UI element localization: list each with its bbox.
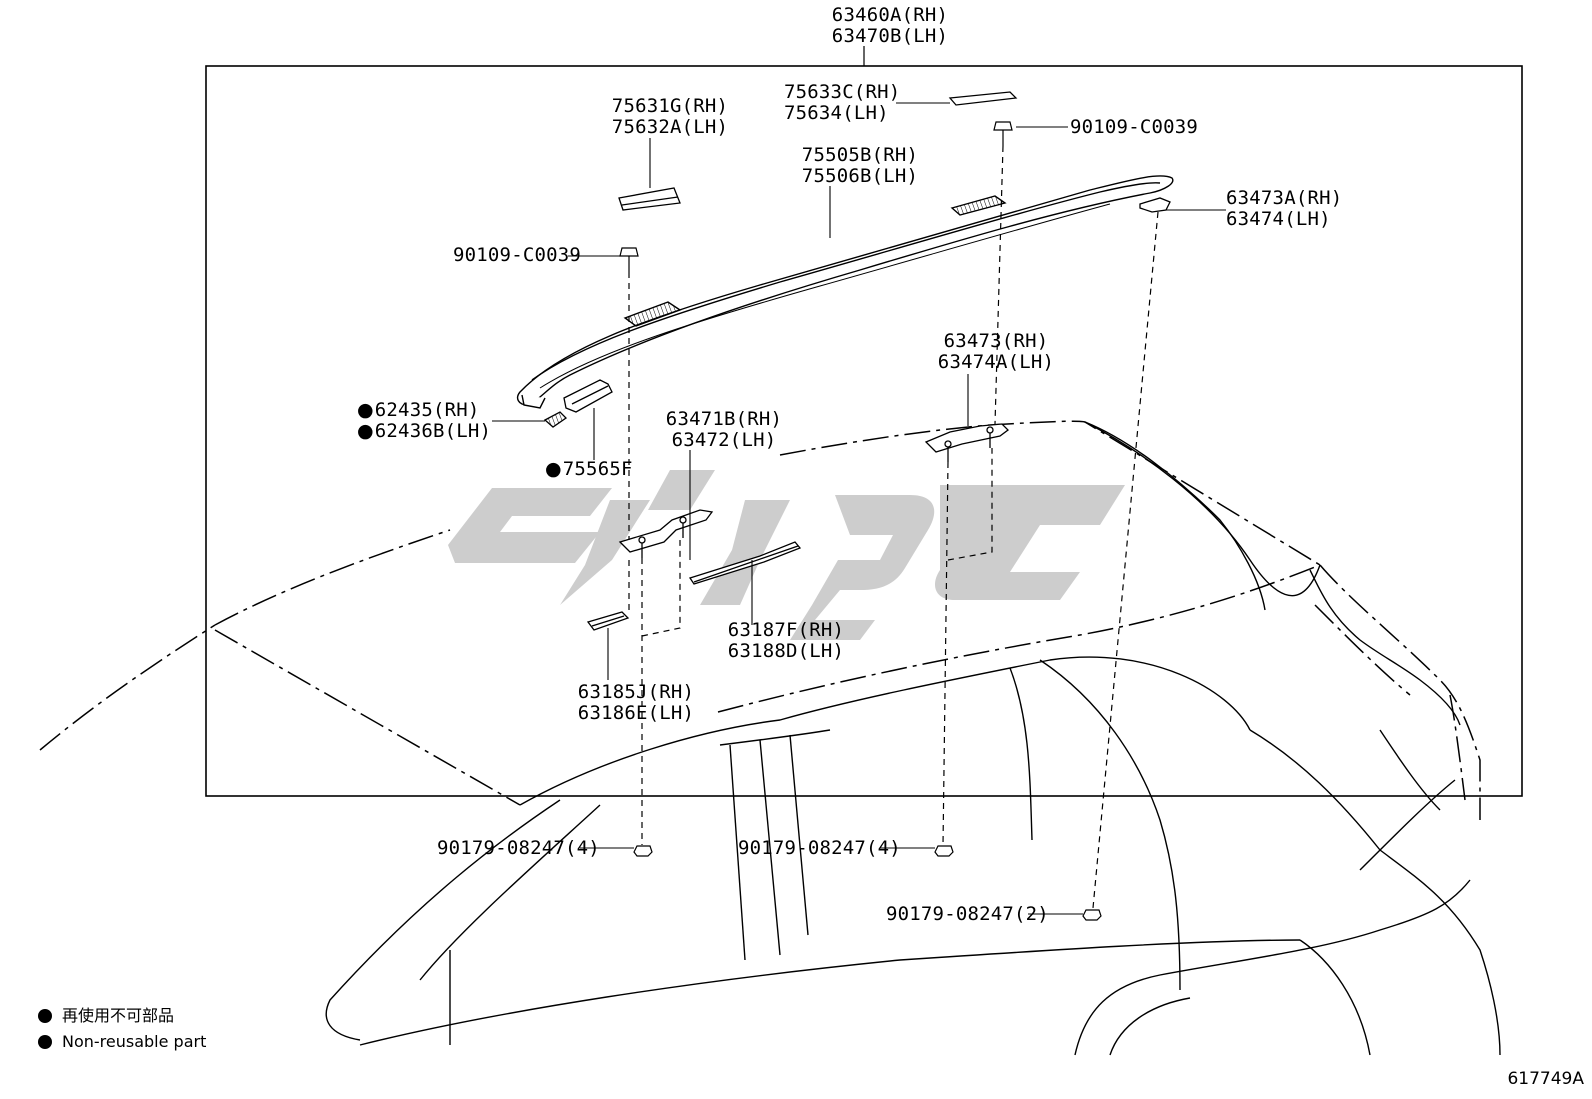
label-rail: 75505B(RH) 75506B(LH) xyxy=(802,145,918,187)
label-roof-rack: 63460A(RH) 63470B(LH) xyxy=(832,5,948,47)
label-cover-front: 75631G(RH) 75632A(LH) xyxy=(612,96,728,138)
label-rear-support-lh: 63474A(LH) xyxy=(937,351,1055,373)
legend-bullet xyxy=(38,1035,52,1049)
label-rail-lh: 75506B(LH) xyxy=(801,165,919,187)
legend-en-text: Non-reusable part xyxy=(62,1032,207,1051)
alignment-lines xyxy=(628,145,1159,909)
label-screw-rear: 90109-C0039 xyxy=(1070,116,1199,138)
watermark-logo xyxy=(448,470,1125,640)
label-front-pad-text: 75565F xyxy=(545,458,633,480)
label-gasket-front: 63185J(RH) 63186E(LH) xyxy=(578,682,694,724)
roof-rail xyxy=(516,175,1174,409)
supports xyxy=(618,423,1009,585)
vehicle-body-lines xyxy=(325,421,1501,1056)
label-cover-front-rh: 75631G(RH) xyxy=(611,95,729,117)
label-front-support-rh: 63471B(RH) xyxy=(665,408,783,430)
label-cover-rear-rh: 75633C(RH) xyxy=(784,81,901,103)
label-end-bracket-rh: 63473A(RH) xyxy=(1226,187,1343,209)
label-screw-front: 90109-C0039 xyxy=(453,244,582,266)
label-nut-rear: 90179-08247(2) xyxy=(886,903,1049,925)
label-cover-front-lh: 75632A(LH) xyxy=(611,116,729,138)
label-roof-rack-lh: 63470B(LH) xyxy=(831,25,949,47)
label-front-part-rh: 62435(RH) xyxy=(357,400,491,421)
legend-bullet xyxy=(38,1009,52,1023)
label-end-bracket-lh: 63474(LH) xyxy=(1226,208,1331,230)
label-end-bracket: 63473A(RH) 63474(LH) xyxy=(1226,188,1342,230)
label-front-support-lh: 63472(LH) xyxy=(671,429,777,451)
label-rail-rh: 75505B(RH) xyxy=(801,144,919,166)
leader-lines xyxy=(492,102,1226,915)
legend-jp-text: 再使用不可部品 xyxy=(62,1006,175,1025)
label-gasket-mid: 63187F(RH) 63188D(LH) xyxy=(728,620,844,662)
label-gasket-mid-lh: 63188D(LH) xyxy=(727,640,845,662)
label-front-part: 62435(RH) 62436B(LH) xyxy=(357,400,491,442)
figure-id: 617749A xyxy=(1507,1069,1584,1089)
label-roof-rack-rh: 63460A(RH) xyxy=(831,4,949,26)
label-cover-rear-lh: 75634(LH) xyxy=(784,102,889,124)
label-gasket-mid-rh: 63187F(RH) xyxy=(727,619,845,641)
label-nut-mid: 90179-08247(4) xyxy=(738,837,901,859)
label-front-part-lh: 62436B(LH) xyxy=(357,421,491,442)
label-rear-support-rh: 63473(RH) xyxy=(943,330,1049,352)
vehicle-outline xyxy=(39,420,1481,820)
small-parts xyxy=(543,91,1171,631)
legend-jp: 再使用不可部品 xyxy=(38,1006,174,1026)
legend-en: Non-reusable part xyxy=(38,1032,206,1052)
label-front-support: 63471B(RH) 63472(LH) xyxy=(666,409,782,451)
bolts xyxy=(619,121,1102,921)
label-gasket-front-lh: 63186E(LH) xyxy=(577,702,695,724)
label-front-pad: 75565F xyxy=(545,458,633,480)
label-rear-support: 63473(RH) 63474A(LH) xyxy=(938,331,1054,373)
label-cover-rear: 75633C(RH) 75634(LH) xyxy=(784,82,900,124)
label-nut-front: 90179-08247(4) xyxy=(437,837,600,859)
label-gasket-front-rh: 63185J(RH) xyxy=(577,681,695,703)
